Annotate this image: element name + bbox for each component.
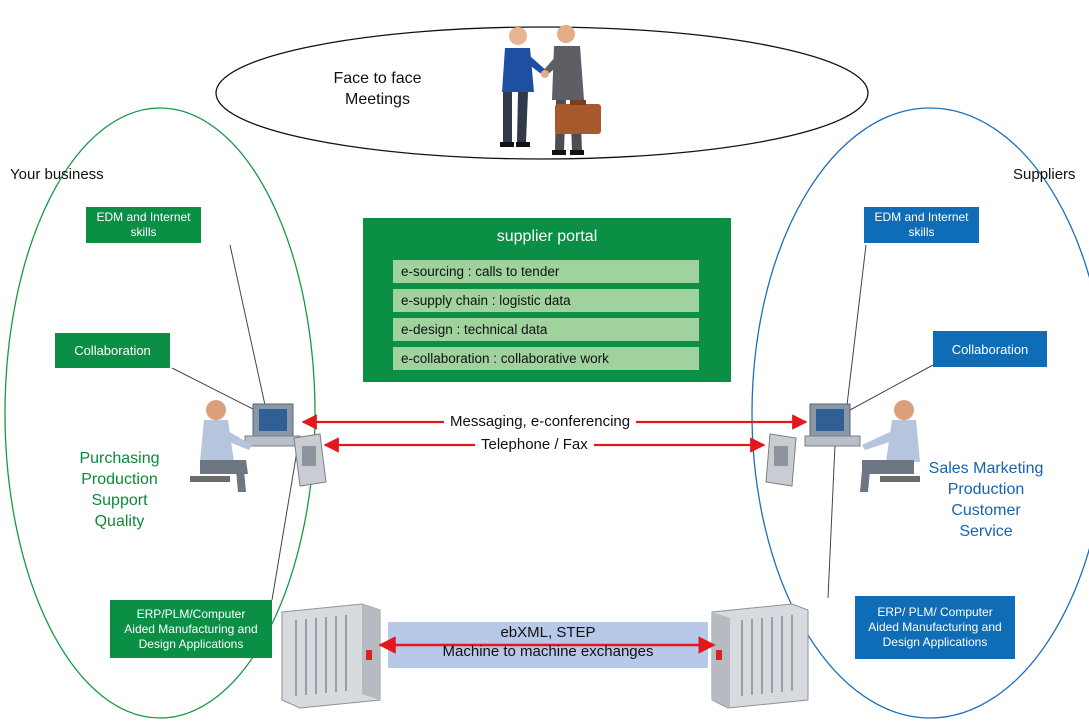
right-role-2: Production (947, 481, 1025, 498)
supplier-portal: supplier portal e-sourcing : calls to te… (363, 218, 731, 382)
connector-right-collab (849, 364, 934, 411)
meetings-label-line1: Face to face (333, 70, 422, 87)
right-erp-line2: Aided Manufacturing and (868, 620, 1002, 634)
meetings-label-line2: Meetings (345, 91, 410, 108)
telephone-label: Telephone / Fax (475, 436, 594, 454)
portal-item-e-collaboration: e-collaboration : collaborative work (393, 347, 699, 370)
meetings-ellipse (215, 26, 869, 160)
connector-left-edm (229, 244, 266, 406)
right-roles: Sales Marketing Production Customer Serv… (921, 458, 1051, 542)
right-erp-line3: Design Applications (882, 635, 988, 649)
right-server-icon (711, 603, 809, 709)
left-server-icon (281, 603, 381, 709)
right-role-4: Service (959, 523, 1013, 540)
portal-item-e-design: e-design : technical data (393, 318, 699, 341)
right-collaboration-box: Collaboration (933, 331, 1047, 367)
connector-left-erp (271, 444, 299, 601)
right-edm-line2: skills (908, 225, 935, 239)
connector-right-edm (846, 244, 867, 406)
right-collaboration-label: Collaboration (951, 341, 1029, 357)
left-fax-icon (293, 433, 327, 487)
handshake-people-icon (500, 25, 601, 155)
meetings-label: Face to face Meetings (300, 68, 455, 110)
right-edm-box: EDM and Internet skills (864, 207, 979, 243)
supplier-portal-title: supplier portal (496, 228, 598, 245)
portal-item-e-sourcing: e-sourcing : calls to tender (393, 260, 699, 283)
left-edm-box: EDM and Internet skills (86, 207, 201, 243)
left-roles: Purchasing Production Support Quality (62, 448, 177, 532)
left-erp-line3: Design Applications (138, 636, 244, 651)
right-erp-box: ERP/ PLM/ Computer Aided Manufacturing a… (855, 596, 1015, 659)
left-edm-line2: skills (130, 225, 157, 239)
suppliers-ellipse (751, 107, 1089, 719)
connector-left-collab (171, 367, 256, 411)
right-edm-line1: EDM and Internet (874, 210, 969, 224)
left-collaboration-box: Collaboration (55, 333, 170, 368)
machine-exchange-label: ebXML, STEP Machine to machine exchanges (388, 623, 708, 661)
left-erp-line1: ERP/PLM/Computer (136, 606, 246, 621)
left-role-2: Production (81, 471, 158, 488)
right-worker-computer-icon (804, 400, 920, 492)
right-role-3: Customer (951, 502, 1021, 519)
your-business-ellipse (4, 107, 316, 719)
your-business-title: Your business (10, 166, 104, 183)
left-erp-box: ERP/PLM/Computer Aided Manufacturing and… (110, 600, 272, 658)
machine-exchange-line1: ebXML, STEP (500, 624, 596, 641)
left-edm-line1: EDM and Internet (96, 210, 191, 224)
left-erp-line2: Aided Manufacturing and (124, 621, 258, 636)
left-worker-computer-icon (190, 400, 301, 492)
left-collaboration-label: Collaboration (74, 343, 151, 358)
right-fax-icon (765, 433, 797, 487)
left-role-3: Support (91, 492, 148, 509)
messaging-label: Messaging, e-conferencing (444, 413, 637, 431)
left-role-4: Quality (94, 513, 145, 530)
left-role-1: Purchasing (79, 450, 160, 467)
right-erp-line1: ERP/ PLM/ Computer (877, 605, 993, 619)
connector-right-erp (827, 444, 836, 599)
portal-item-e-supply-chain: e-supply chain : logistic data (393, 289, 699, 312)
machine-exchange-line2: Machine to machine exchanges (442, 643, 654, 660)
right-role-1: Sales Marketing (928, 460, 1044, 477)
suppliers-title: Suppliers (1013, 166, 1076, 183)
